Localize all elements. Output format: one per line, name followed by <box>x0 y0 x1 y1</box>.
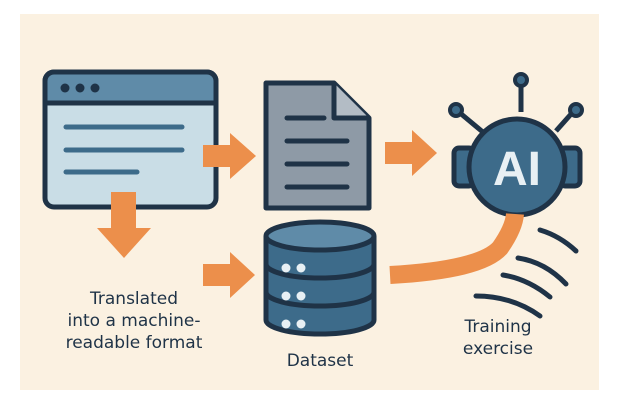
browser-window-icon <box>42 69 219 210</box>
signal-waves-icon <box>473 227 579 319</box>
database-icon <box>263 219 377 337</box>
arrow-to-dataset <box>203 252 255 298</box>
label-dataset: Dataset <box>286 351 354 371</box>
ai-text: AI <box>493 143 541 196</box>
document-icon <box>263 80 372 211</box>
robot-head-icon: AI <box>448 72 584 218</box>
arrow-document-to-ai <box>385 130 437 176</box>
arrow-browser-to-document <box>203 133 256 179</box>
label-training: Training exercise <box>462 317 534 359</box>
arrow-browser-down <box>97 192 151 258</box>
arrow-dataset-to-ai-curve <box>389 212 524 284</box>
label-translated: Translated into a machine- readable form… <box>65 289 203 353</box>
